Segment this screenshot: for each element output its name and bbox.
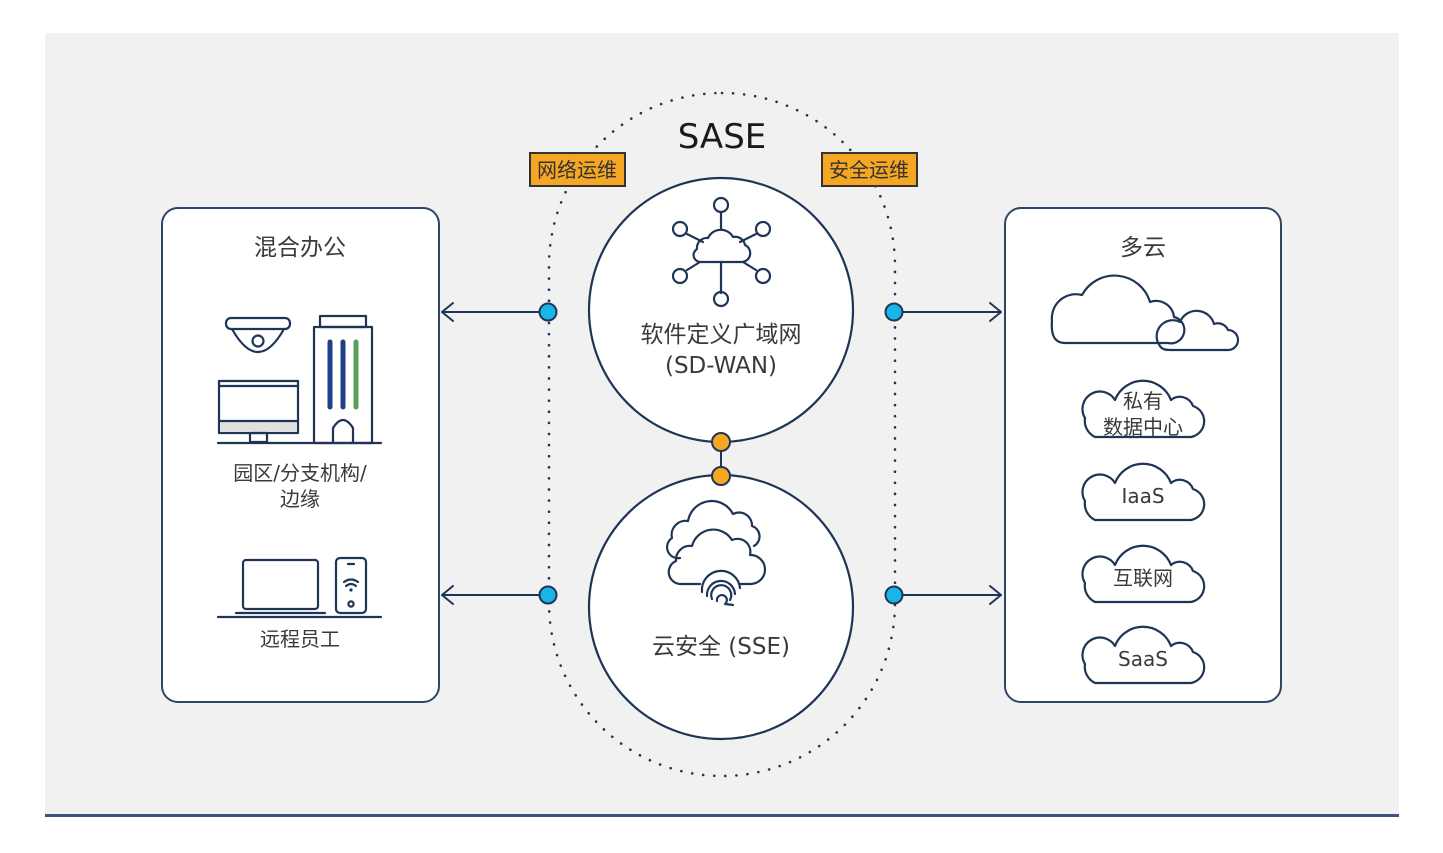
cloud-label: 互联网 (1113, 566, 1173, 590)
laptop-icon (234, 558, 327, 615)
connector-right-bottom (884, 585, 1002, 605)
connector-node (884, 302, 904, 322)
sse-circle (587, 473, 855, 741)
security-camera-icon (224, 316, 292, 354)
cloud-fingerprint-icon (665, 499, 767, 607)
hybrid-work-title: 混合办公 (254, 235, 346, 261)
hybrid-work-card (161, 207, 440, 703)
cloud-item: SaaS (1081, 625, 1206, 685)
connector-node (884, 585, 904, 605)
tag-security-ops: 安全运维 (821, 152, 918, 187)
multi-cloud-icon (1050, 274, 1240, 352)
remote-worker-label: 远程员工 (260, 627, 340, 651)
campus-branch-edge-icon (216, 314, 383, 445)
cloud-label: 私有 (1123, 389, 1163, 413)
connector-right-top (884, 302, 1002, 322)
tag-network-ops: 网络运维 (529, 152, 626, 187)
tag-network-ops-label: 网络运维 (537, 158, 617, 182)
multi-cloud-title: 多云 (1120, 235, 1166, 261)
cloud-icon (1081, 379, 1206, 439)
building-icon (312, 314, 374, 445)
sdwan-label-line2: (SD-WAN) (665, 353, 777, 379)
cloud-item: IaaS (1081, 462, 1206, 522)
sdwan-network-cloud-icon (671, 196, 772, 308)
cloud-label: IaaS (1121, 484, 1164, 508)
connector-left-bottom (441, 585, 558, 605)
campus-label-line1: 园区/分支机构/ (233, 461, 367, 485)
cloud-icon (1081, 625, 1206, 685)
smartphone-icon (334, 556, 368, 615)
remote-worker-icon (216, 556, 383, 619)
cloud-icon (1081, 462, 1206, 522)
cloud-item: 互联网 (1081, 544, 1206, 604)
sase-boundary (547, 91, 897, 778)
sse-link-node (711, 466, 731, 486)
connector-node (538, 302, 558, 322)
sdwan-label-line1: 软件定义广域网 (641, 322, 802, 348)
sse-label: 云安全 (SSE) (652, 634, 790, 660)
sdwan-link-node (711, 432, 731, 452)
cloud-label: SaaS (1118, 647, 1168, 671)
bottom-divider (45, 814, 1399, 817)
connector-left-top (441, 302, 558, 322)
cloud-label: 数据中心 (1103, 415, 1183, 439)
cloud-icon (1081, 544, 1206, 604)
tag-security-ops-label: 安全运维 (829, 158, 909, 182)
campus-label-line2: 边缘 (280, 487, 320, 511)
sase-title: SASE (678, 117, 767, 157)
multi-cloud-card (1004, 207, 1282, 703)
connector-node (538, 585, 558, 605)
